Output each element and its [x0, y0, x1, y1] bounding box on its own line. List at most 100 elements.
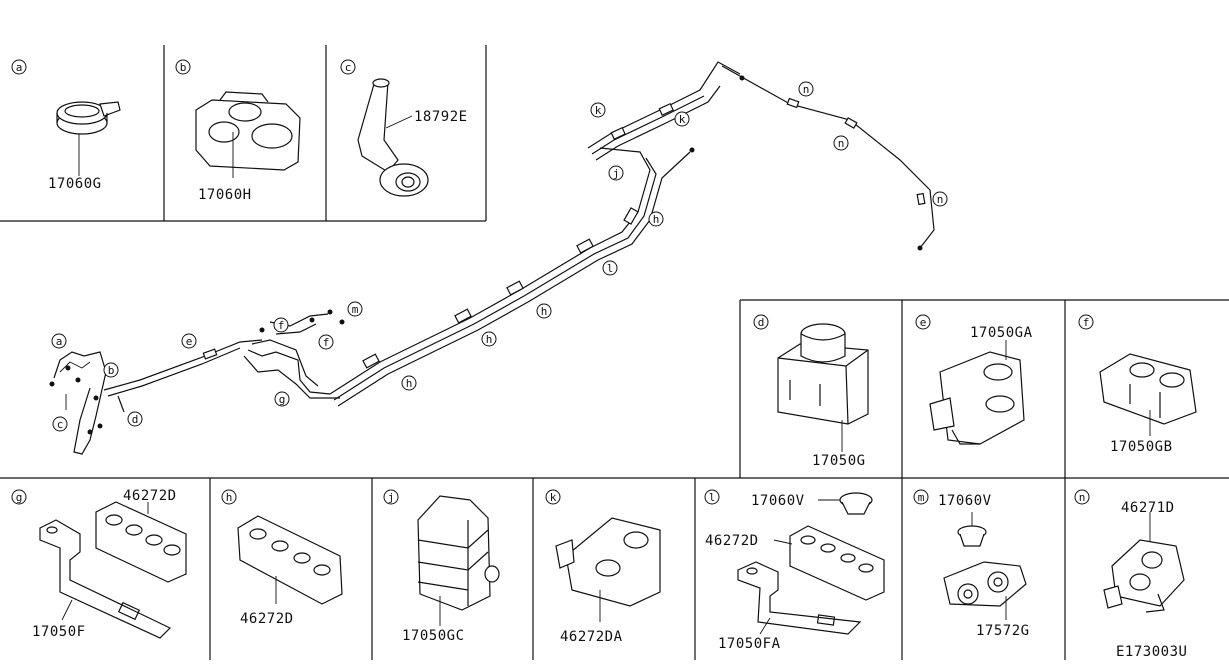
svg-text:c: c: [345, 61, 352, 74]
svg-text:k: k: [679, 113, 686, 126]
svg-text:f: f: [278, 319, 285, 332]
grommet-tube-drawing: [357, 78, 429, 197]
svg-text:g: g: [279, 393, 286, 406]
callout-e: e: [181, 333, 197, 349]
callout-l: l: [602, 260, 618, 276]
part-number-46272D-h: 46272D: [240, 611, 294, 627]
callout-m: m: [347, 301, 363, 317]
panel-l: l 17060V 46272D 17050FA: [704, 489, 885, 652]
svg-text:k: k: [550, 491, 557, 504]
panel-j: j 17050GC: [383, 489, 500, 644]
svg-text:n: n: [937, 193, 944, 206]
callout-n-2: n: [833, 135, 849, 151]
panel-c-letter: c: [340, 59, 356, 75]
svg-text:h: h: [486, 333, 493, 346]
clip-46272d-drawing: [237, 515, 343, 605]
svg-text:c: c: [57, 418, 64, 431]
callout-n-1: n: [798, 81, 814, 97]
panel-b: b 17060H: [175, 59, 301, 203]
panel-f-letter: f: [1078, 314, 1094, 330]
panel-m: m 17060V 17572G: [913, 489, 1030, 639]
svg-text:n: n: [803, 83, 810, 96]
callout-h-2: h: [481, 331, 497, 347]
callout-f-1: f: [273, 317, 289, 333]
svg-text:h: h: [653, 213, 660, 226]
callout-a: a: [51, 333, 67, 349]
svg-text:n: n: [838, 137, 845, 150]
svg-text:h: h: [541, 305, 548, 318]
part-number-17050FA: 17050FA: [718, 636, 781, 652]
callout-j: j: [608, 165, 624, 181]
part-number-17050GC: 17050GC: [402, 628, 465, 644]
panel-h: h 46272D: [221, 489, 343, 627]
callout-g: g: [274, 391, 290, 407]
clip-46272da-drawing: [555, 517, 661, 622]
panel-g: g 46272D 17050F: [11, 488, 187, 640]
panel-h-letter: h: [221, 489, 237, 505]
part-number-46272DA: 46272DA: [560, 629, 623, 645]
panel-e: e 17050GA: [915, 314, 1033, 445]
callout-k-1: k: [590, 102, 606, 118]
clip-block-drawing: [777, 323, 869, 452]
callout-k-2: k: [674, 111, 690, 127]
svg-text:h: h: [226, 491, 233, 504]
part-number-17050GB: 17050GB: [1110, 439, 1173, 455]
part-number-17060V-l: 17060V: [751, 493, 805, 509]
part-number-17050F: 17050F: [32, 624, 86, 640]
svg-text:d: d: [132, 413, 139, 426]
svg-text:l: l: [607, 262, 614, 275]
callout-h-1: h: [401, 375, 417, 391]
svg-text:e: e: [186, 335, 193, 348]
part-number-46271D: 46271D: [1121, 500, 1175, 516]
svg-text:a: a: [16, 61, 23, 74]
panel-m-letter: m: [913, 489, 929, 505]
clip-46271d-drawing: [1103, 512, 1185, 613]
hose-clamp-drawing: [56, 101, 121, 176]
svg-text:l: l: [709, 491, 716, 504]
svg-text:g: g: [16, 491, 23, 504]
svg-text:j: j: [388, 491, 395, 504]
panel-e-letter: e: [915, 314, 931, 330]
panel-k: k 46272DA: [545, 489, 661, 645]
callout-c: c: [52, 416, 68, 432]
panel-c: c 18792E: [340, 59, 468, 197]
svg-text:b: b: [180, 61, 187, 74]
panel-n-letter: n: [1074, 489, 1090, 505]
part-number-18792E: 18792E: [414, 109, 468, 125]
clip-gc-drawing: [417, 495, 500, 626]
diagram-code: E173003U: [1116, 644, 1187, 660]
part-number-46272D-l: 46272D: [705, 533, 759, 549]
panel-g-letter: g: [11, 489, 27, 505]
callout-n-3: n: [932, 191, 948, 207]
svg-text:n: n: [1079, 491, 1086, 504]
callout-h-3: h: [536, 303, 552, 319]
panel-n: n 46271D: [1074, 489, 1185, 613]
part-number-17060G: 17060G: [48, 176, 102, 192]
callout-h-4: h: [648, 211, 664, 227]
svg-text:b: b: [108, 364, 115, 377]
panel-frames: [0, 45, 1229, 660]
brake-tube-assembly: [49, 61, 935, 455]
panel-d-letter: d: [753, 314, 769, 330]
panel-a: a 17060G: [11, 59, 121, 192]
bracket-clip-drawing: [39, 501, 187, 639]
part-number-17060V-m: 17060V: [938, 493, 992, 509]
svg-text:f: f: [323, 336, 330, 349]
clip-gb-drawing: [1099, 353, 1197, 436]
callout-b: b: [103, 362, 119, 378]
svg-text:d: d: [758, 316, 765, 329]
panel-j-letter: j: [383, 489, 399, 505]
clip-17572g-drawing: [943, 512, 1027, 620]
panel-f: f 17050GB: [1078, 314, 1197, 455]
part-number-17050GA: 17050GA: [970, 325, 1033, 341]
panel-l-letter: l: [704, 489, 720, 505]
part-number-46272D-g: 46272D: [123, 488, 177, 504]
panel-k-letter: k: [545, 489, 561, 505]
part-number-17572G: 17572G: [976, 623, 1030, 639]
clip-ga-drawing: [929, 340, 1025, 445]
part-number-17060H: 17060H: [198, 187, 252, 203]
callout-d: d: [127, 411, 143, 427]
svg-text:a: a: [56, 335, 63, 348]
